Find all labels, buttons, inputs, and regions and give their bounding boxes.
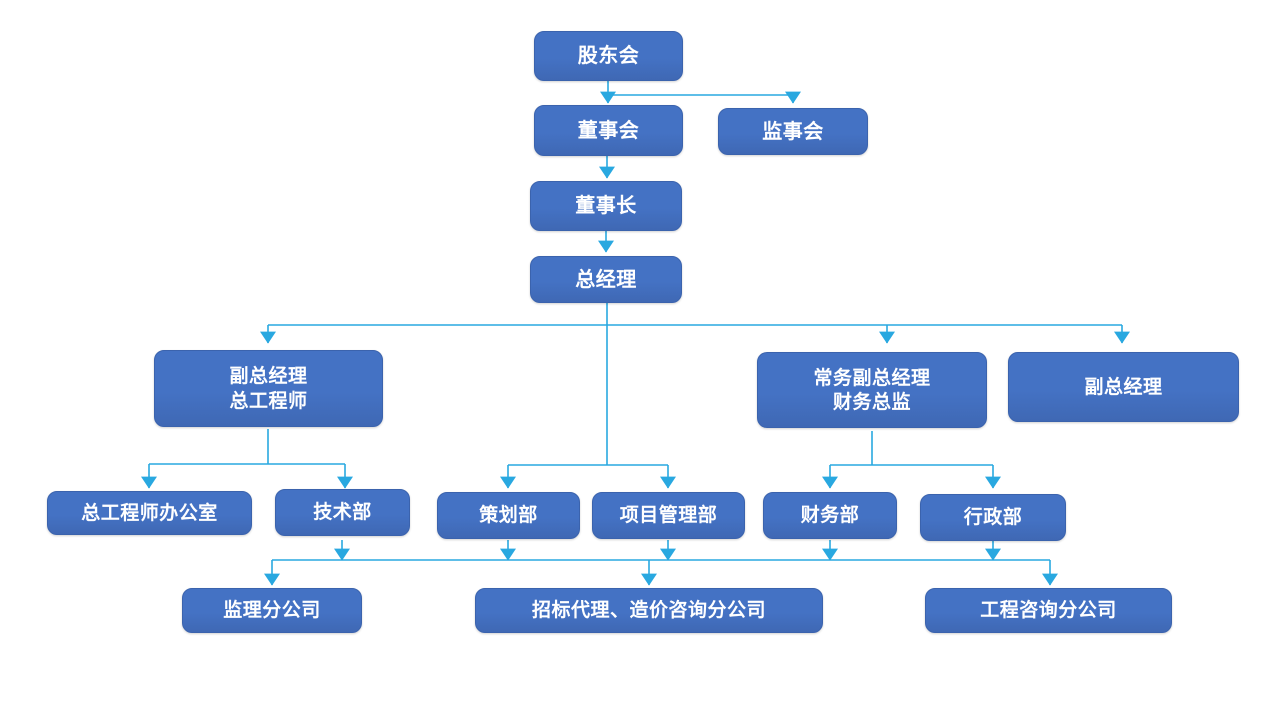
node-chief-eng-office[interactable]: 总工程师办公室 — [47, 491, 252, 535]
node-exec-deputy-gm-cfo[interactable]: 常务副总经理 财务总监 — [757, 352, 987, 428]
node-tech-dept[interactable]: 技术部 — [275, 489, 410, 536]
node-board[interactable]: 董事会 — [534, 105, 683, 156]
node-finance-dept[interactable]: 财务部 — [763, 492, 897, 539]
node-supervision-branch[interactable]: 监理分公司 — [182, 588, 362, 633]
node-general-manager[interactable]: 总经理 — [530, 256, 682, 303]
node-planning-dept[interactable]: 策划部 — [437, 492, 580, 539]
node-bidding-cost-branch[interactable]: 招标代理、造价咨询分公司 — [475, 588, 823, 633]
node-deputy-gm-chief-eng[interactable]: 副总经理 总工程师 — [154, 350, 383, 427]
node-deputy-gm[interactable]: 副总经理 — [1008, 352, 1239, 422]
node-admin-dept[interactable]: 行政部 — [920, 494, 1066, 541]
node-supervisors[interactable]: 监事会 — [718, 108, 868, 155]
node-chairman[interactable]: 董事长 — [530, 181, 682, 231]
node-shareholders[interactable]: 股东会 — [534, 31, 683, 81]
node-project-mgmt-dept[interactable]: 项目管理部 — [592, 492, 745, 539]
node-eng-consult-branch[interactable]: 工程咨询分公司 — [925, 588, 1172, 633]
